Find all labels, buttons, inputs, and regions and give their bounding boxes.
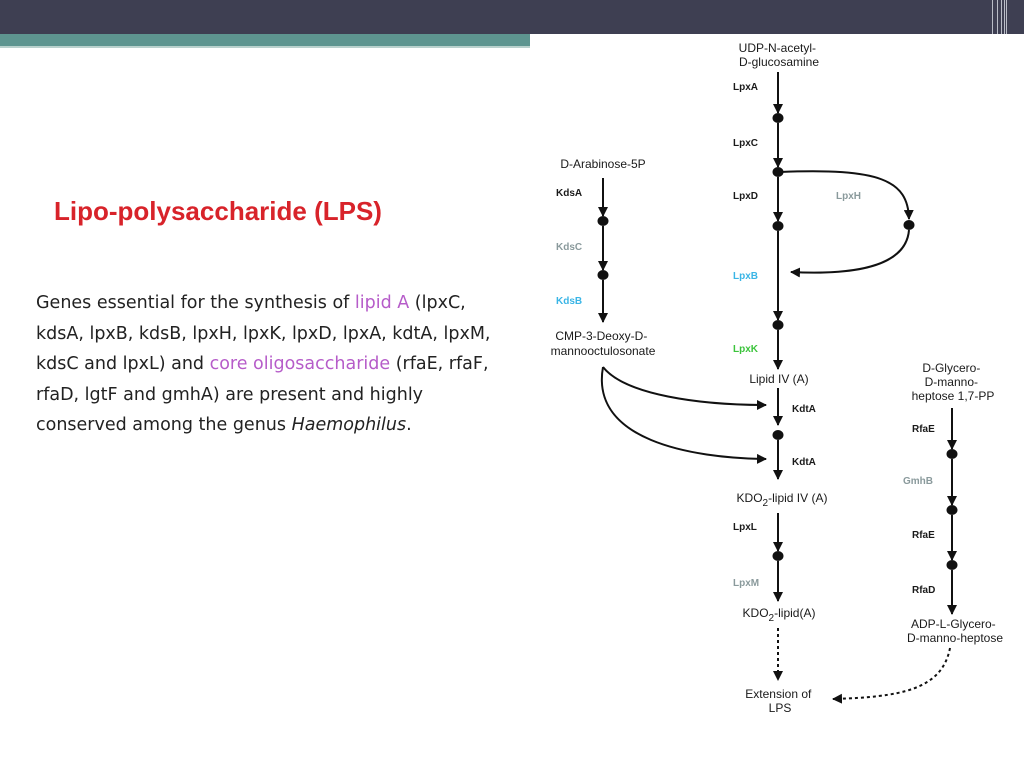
slide-body-text: Genes essential for the synthesis of lip… [36,288,506,441]
enzyme-lpxk: LpxK [733,344,759,355]
compound-glycero-manno-heptose-pp: D-Glycero- D-manno- heptose 1,7-PP [912,361,995,403]
compound-kdo2-lipid-iv-a: KDO2-lipid IV (A) [737,491,828,509]
enzyme-lpxm: LpxM [733,578,759,589]
enzyme-lpxc: LpxC [733,138,758,149]
top-bar-ornament [992,0,1018,34]
heptose-pathway-arrows [832,408,957,704]
compound-adp-heptose: ADP-L-Glycero- D-manno-heptose [907,617,1003,645]
lipid-a-pathway-arrows [773,72,914,681]
body-text-part-3: (rfaE, rfaF, rfaD, lgtF and gmhA) are pr… [36,354,489,435]
body-text-end: . [406,415,412,435]
accent-line [0,46,530,48]
kdo-pathway-arrows [598,178,767,464]
intermediate-nodes [597,113,958,570]
enzyme-rfae-1: RfaE [912,424,935,435]
enzyme-kdsc: KdsC [556,242,582,253]
body-text-part-2: (lpxC, kdsA, lpxB, kdsB, lpxH, lpxK, lpx… [36,293,491,374]
body-text-part-1: Genes essential for the synthesis of [36,293,355,313]
highlight-core-oligosaccharide: core oligosaccharide [209,354,391,374]
compound-extension-of-lps: Extension of LPS [745,687,814,715]
enzyme-rfad: RfaD [912,585,935,596]
enzyme-kdta-2: KdtA [792,457,816,468]
accent-band [0,34,530,46]
slide-title: Lipo-polysaccharide (LPS) [54,196,382,226]
enzyme-kdta-1: KdtA [792,404,816,415]
compound-lipid-iv-a: Lipid IV (A) [749,372,808,386]
enzyme-rfae-2: RfaE [912,530,935,541]
enzyme-lpxh: LpxH [836,191,861,202]
enzyme-kdsb: KdsB [556,296,582,307]
enzyme-lpxa: LpxA [733,82,758,93]
compound-cmp-kdo: CMP-3-Deoxy-D- mannooctulosonate [551,329,656,358]
enzyme-lpxl: LpxL [733,522,757,533]
compound-udp-glucosamine: UDP-N-acetyl- D-glucosamine [739,41,820,69]
enzyme-lpxd: LpxD [733,191,758,202]
top-bar [0,0,1024,34]
enzyme-kdsa: KdsA [556,188,582,199]
enzyme-gmhb: GmhB [903,476,933,487]
highlight-lipid-a: lipid A [354,293,410,313]
compound-kdo2-lipid-a: KDO2-lipid(A) [743,606,816,624]
enzyme-lpxb: LpxB [733,271,758,282]
genus-name: Haemophilus [291,415,407,435]
lps-pathway-diagram: UDP-N-acetyl- D-glucosamine D-Arabinose-… [551,41,1004,715]
compound-arabinose-5p: D-Arabinose-5P [560,157,645,171]
